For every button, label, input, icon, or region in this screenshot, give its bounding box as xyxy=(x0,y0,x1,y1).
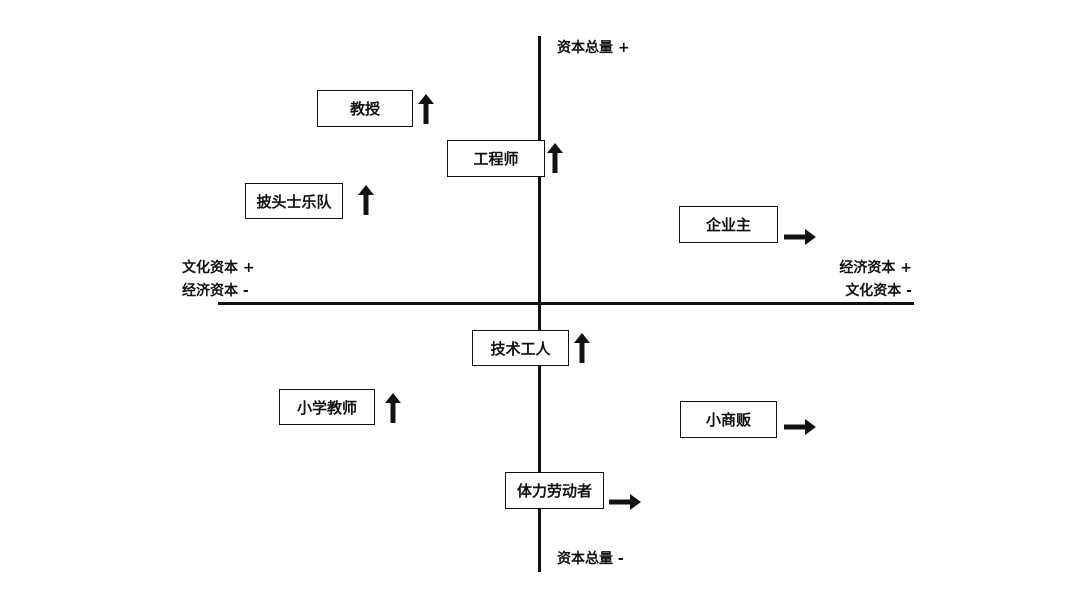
group-box-skilled-worker: 技术工人 xyxy=(472,330,569,366)
vertical-axis-top-label: 资本总量 + xyxy=(557,40,630,56)
arrow-right-icon xyxy=(609,494,641,510)
group-box-professor: 教授 xyxy=(317,90,413,127)
group-box-engineer: 工程师 xyxy=(447,140,545,177)
left-axis-lower-label: 经济资本 - xyxy=(182,283,249,299)
arrow-up-icon xyxy=(547,143,563,173)
arrow-right-icon xyxy=(784,419,816,435)
arrow-up-icon xyxy=(358,185,374,215)
arrow-right-icon xyxy=(784,229,816,245)
vertical-axis-bottom-label: 资本总量 - xyxy=(557,551,624,567)
group-box-small-vendor: 小商贩 xyxy=(680,401,777,438)
group-box-manual-laborer: 体力劳动者 xyxy=(505,472,604,509)
group-box-business-owner: 企业主 xyxy=(679,206,778,243)
arrow-up-icon xyxy=(574,333,590,363)
group-box-primary-teacher: 小学教师 xyxy=(279,389,375,425)
right-axis-upper-label: 经济资本 + xyxy=(839,260,912,276)
arrow-up-icon xyxy=(418,94,434,124)
arrow-up-icon xyxy=(385,393,401,423)
horizontal-axis xyxy=(218,302,914,305)
right-axis-lower-label: 文化资本 - xyxy=(845,283,912,299)
group-box-beatles: 披头士乐队 xyxy=(245,183,343,219)
left-axis-upper-label: 文化资本 + xyxy=(182,260,255,276)
